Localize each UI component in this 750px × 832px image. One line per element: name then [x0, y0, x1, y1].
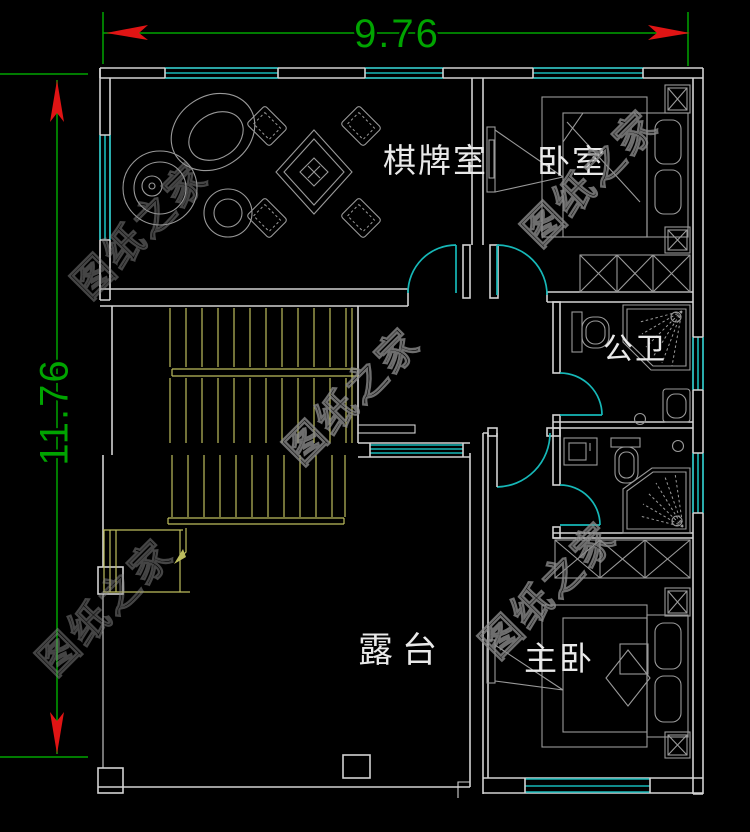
- stair-turn: [103, 529, 190, 593]
- door-bedroom: [496, 244, 548, 296]
- room-terrace: 露台: [358, 631, 446, 670]
- doors: [407, 244, 603, 526]
- room-bathroom-2: [563, 437, 691, 534]
- dim-arrow-left-icon: [106, 25, 148, 40]
- shower: [622, 467, 691, 534]
- stair-lower-flight: [171, 455, 346, 517]
- dimension-top: 9.76: [102, 10, 690, 66]
- nightstand: [664, 84, 691, 114]
- window-hall-terrace: [369, 443, 464, 457]
- door-master-bedroom: [496, 432, 551, 488]
- stair-run-down: [169, 378, 347, 443]
- nightstand: [664, 226, 691, 254]
- window-left: [99, 134, 111, 241]
- toilet: [571, 311, 610, 353]
- master-tv-cabinet: [486, 639, 564, 691]
- stair-handrail: [167, 517, 345, 525]
- stair-run-up: [169, 308, 347, 367]
- watermark-text: 图纸之家: [29, 531, 182, 684]
- mahjong-chair: [247, 198, 287, 238]
- stair-stringer: [171, 308, 358, 443]
- window-top-2: [364, 67, 444, 79]
- dimension-left: 11.76: [0, 73, 88, 758]
- room-label-terrace: 露台: [358, 631, 446, 670]
- nightstand: [664, 731, 691, 759]
- windows: [99, 67, 704, 793]
- door-bath1: [559, 372, 603, 416]
- mahjong-chair: [341, 106, 381, 146]
- toilet: [610, 437, 641, 484]
- master-wardrobe: [554, 539, 691, 579]
- interior-walls: [97, 78, 703, 798]
- floor-drain: [671, 439, 685, 453]
- mahjong-chair: [341, 198, 381, 238]
- window-master-bottom: [524, 778, 651, 793]
- dim-arrow-down-icon: [50, 712, 64, 754]
- watermark-text: 图纸之家: [64, 154, 217, 307]
- mahjong-chair: [247, 106, 287, 146]
- dim-arrow-right-icon: [648, 25, 690, 40]
- room-public-bathroom: 公卫: [571, 304, 691, 426]
- room-master-bedroom: 主卧: [486, 539, 691, 759]
- door-chess-room: [407, 244, 457, 294]
- staircase: [103, 308, 358, 593]
- door-bath2: [559, 484, 601, 526]
- watermark-text: 图纸之家: [276, 320, 429, 473]
- sink: [662, 388, 691, 423]
- window-top-1: [164, 67, 279, 79]
- room-label-master: 主卧: [524, 640, 594, 677]
- bedroom-tv-cabinet: [486, 126, 564, 193]
- nightstand: [664, 587, 691, 617]
- dimension-top-value: 9.76: [354, 12, 440, 56]
- room-label-bedroom: 卧室: [537, 143, 607, 180]
- window-top-3: [532, 67, 644, 79]
- stair-arrow-icon: [174, 549, 186, 564]
- room-label-public-bath: 公卫: [603, 333, 667, 366]
- room-label-chess: 棋牌室: [383, 142, 488, 179]
- lounge-chair-set: [122, 92, 256, 238]
- sink: [563, 437, 598, 466]
- mahjong-table: [275, 129, 353, 215]
- watermarks: 图纸之家 图纸之家 图纸之家 图纸之家 图纸之家: [29, 102, 668, 685]
- room-bedroom: 卧室: [486, 84, 691, 293]
- shower: [622, 304, 691, 371]
- window-bath2: [692, 452, 704, 514]
- bedroom-wardrobe: [579, 254, 691, 293]
- dim-arrow-up-icon: [50, 80, 64, 122]
- dimension-left-value: 11.76: [33, 358, 77, 465]
- window-bath1: [692, 336, 704, 391]
- floor-drain: [633, 412, 647, 426]
